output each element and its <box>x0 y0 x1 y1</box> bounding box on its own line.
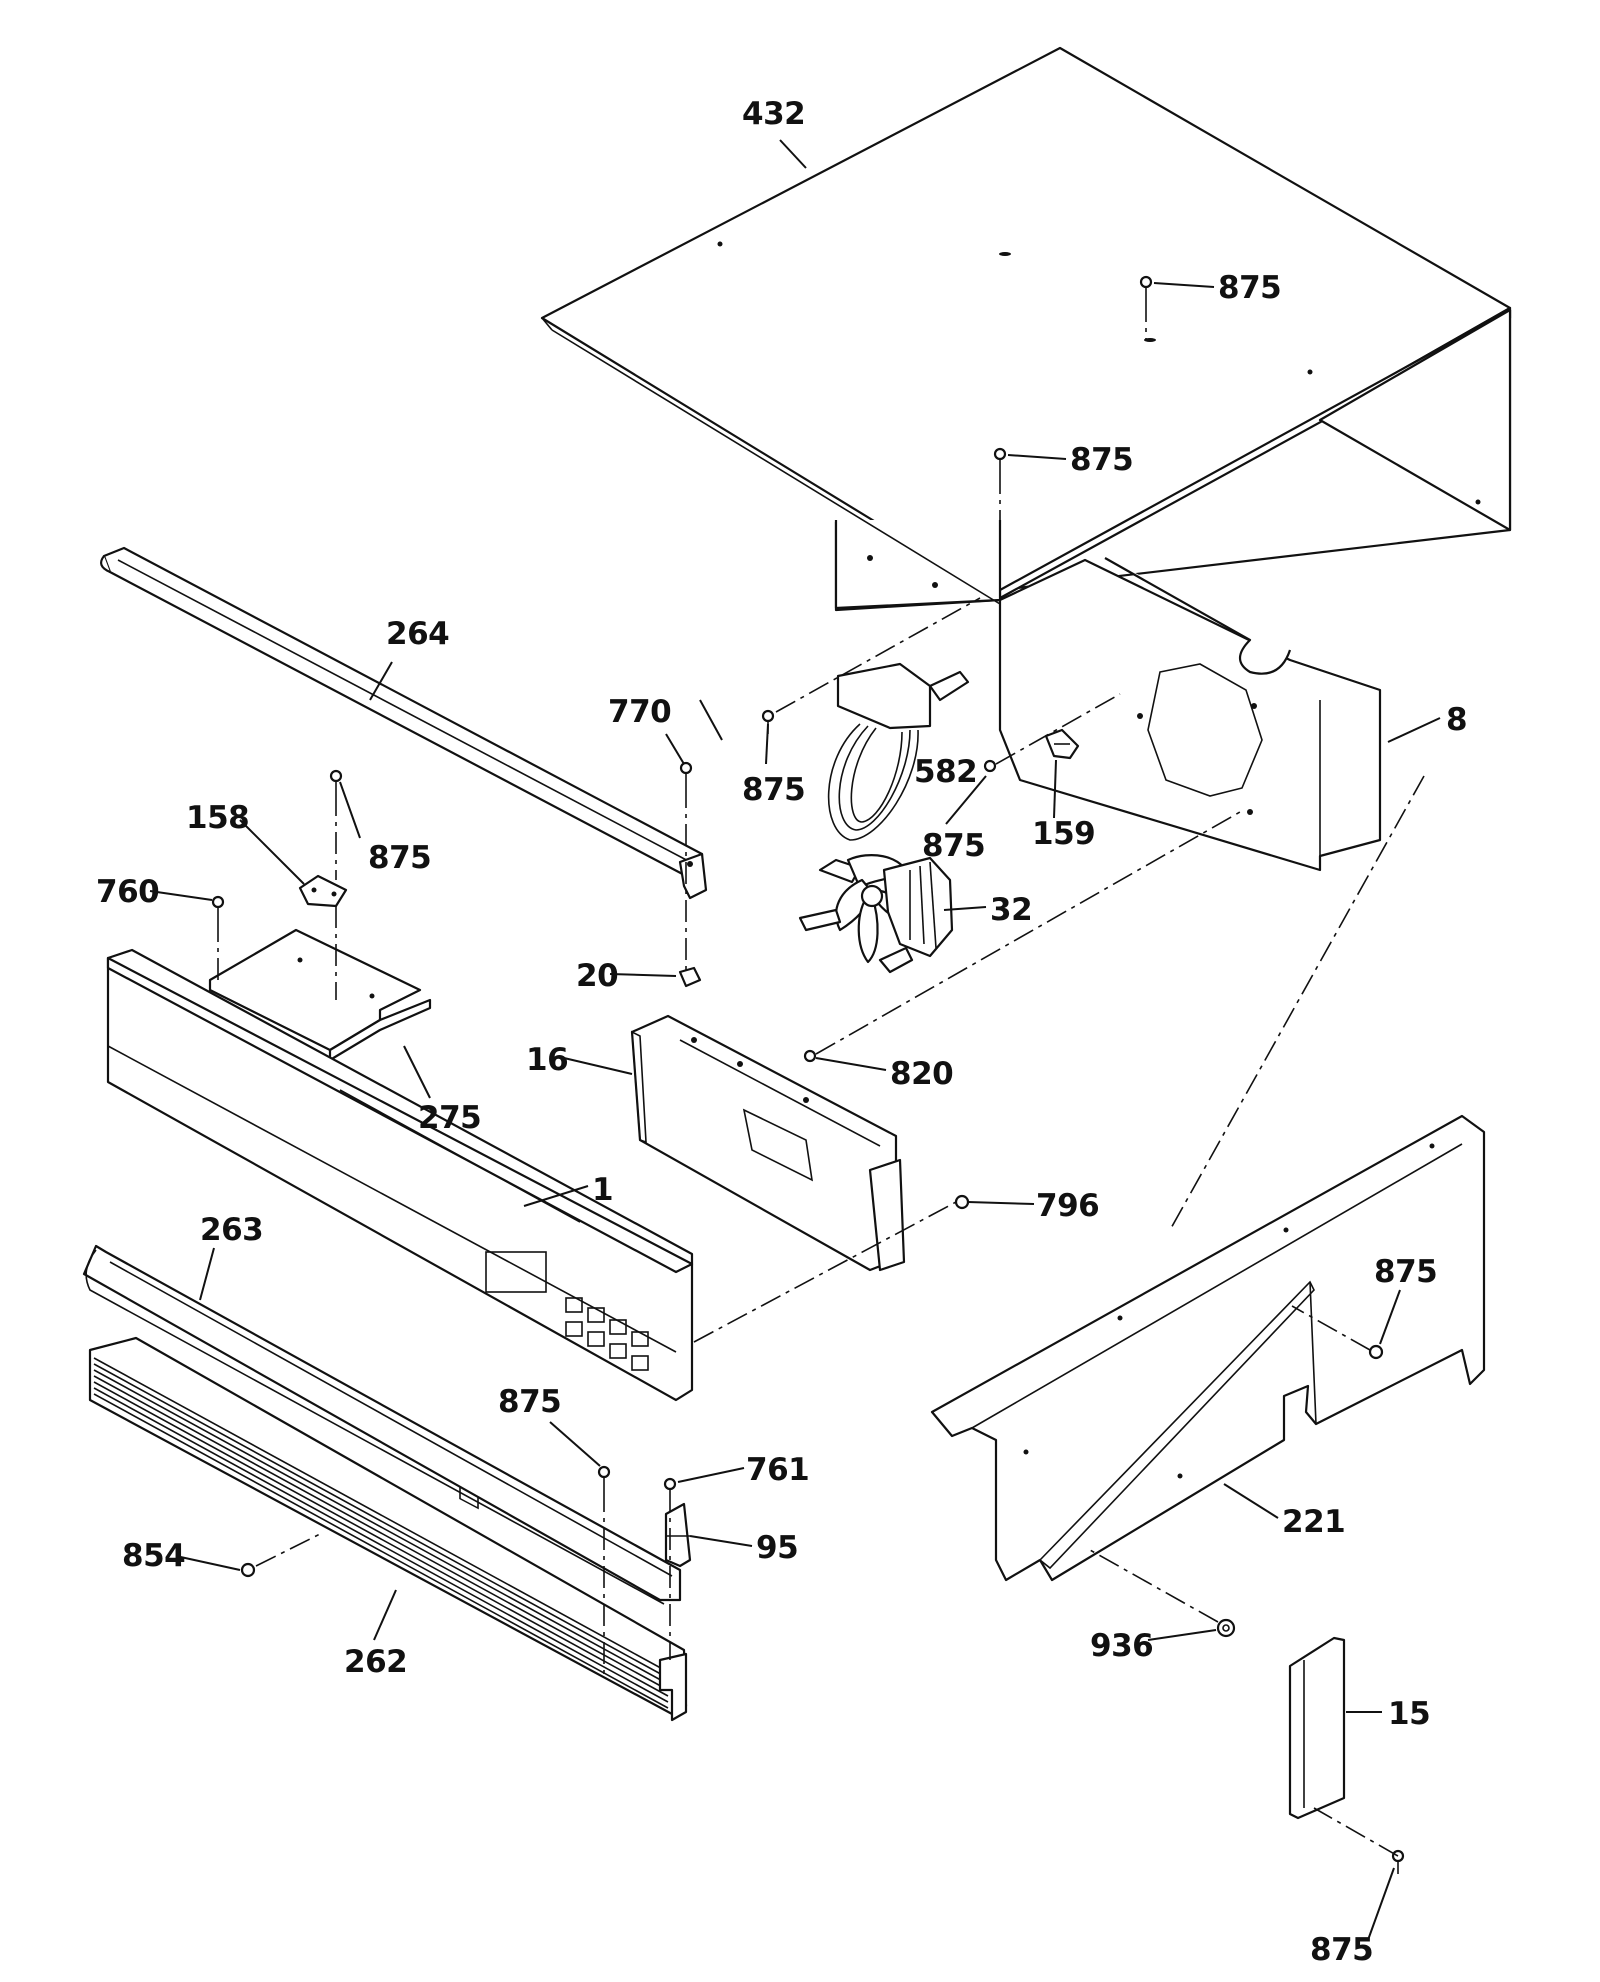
screw-875-bracket <box>983 759 997 773</box>
callout-760: 760 <box>96 874 159 910</box>
callout-20: 20 <box>576 958 618 994</box>
callout-854: 854 <box>122 1538 185 1574</box>
screw-760 <box>211 895 225 920</box>
callout-875: 875 <box>1070 442 1133 478</box>
callout-221: 221 <box>1282 1504 1345 1540</box>
screw-761 <box>663 1477 677 1491</box>
callout-159: 159 <box>1032 816 1095 852</box>
part-582-transformer <box>827 662 970 841</box>
part-264-trim-bar <box>100 546 708 900</box>
part-16-control-board <box>630 1014 906 1272</box>
screw-770 <box>679 761 693 786</box>
part-159-bracket <box>1044 728 1080 760</box>
leader-lines <box>149 139 1441 1941</box>
screw-854 <box>240 1562 256 1578</box>
callout-432: 432 <box>742 96 805 132</box>
callout-15: 15 <box>1388 1696 1430 1732</box>
callout-875: 875 <box>742 772 805 808</box>
alignment-lines <box>217 300 1425 1857</box>
part-1-control-panel <box>106 948 694 1510</box>
part-158-bracket <box>298 874 348 908</box>
callout-262: 262 <box>344 1644 407 1680</box>
screw-820 <box>803 1049 817 1063</box>
callout-263: 263 <box>200 1212 263 1248</box>
callout-8: 8 <box>1446 702 1467 738</box>
callout-770: 770 <box>608 694 671 730</box>
callout-95: 95 <box>756 1530 798 1566</box>
callout-796: 796 <box>1036 1188 1099 1224</box>
callout-1: 1 <box>592 1172 613 1208</box>
screw-875-top-2 <box>993 447 1007 472</box>
callout-875: 875 <box>1374 1254 1437 1290</box>
callout-264: 264 <box>386 616 449 652</box>
part-20-clip <box>678 966 702 988</box>
callout-275: 275 <box>418 1100 481 1136</box>
callout-820: 820 <box>890 1056 953 1092</box>
part-8-fan-shroud <box>998 557 1382 872</box>
part-263-trim <box>82 1244 682 1605</box>
screw-875-top-1 <box>1139 275 1153 300</box>
callout-936: 936 <box>1090 1628 1153 1664</box>
part-95-bracket <box>664 1502 692 1568</box>
callout-32: 32 <box>990 892 1032 928</box>
screw-875-left <box>329 769 343 794</box>
callout-582: 582 <box>914 754 977 790</box>
callout-875: 875 <box>1218 270 1281 306</box>
grille-slots <box>93 1357 669 1709</box>
panel-keypad <box>459 1251 649 1510</box>
part-275-bracket <box>208 928 432 1062</box>
part-432-top-cover <box>540 46 1512 612</box>
callout-875: 875 <box>368 840 431 876</box>
screw-875-front <box>597 1465 611 1490</box>
callout-158: 158 <box>186 800 249 836</box>
callout-16: 16 <box>526 1042 568 1078</box>
callout-761: 761 <box>746 1452 809 1488</box>
callout-labels: 432 875 875 264 770 8 875 582 158 875 87… <box>96 96 1468 1968</box>
part-221-side-panel <box>930 1114 1486 1582</box>
callout-875: 875 <box>1310 1932 1373 1968</box>
screw-875-side <box>1368 1344 1384 1360</box>
callout-875: 875 <box>498 1384 561 1420</box>
callout-875: 875 <box>922 828 985 864</box>
part-15-bracket <box>1288 1636 1346 1820</box>
part-32-fan-motor <box>798 854 954 974</box>
part-262-grille <box>88 1336 688 1722</box>
screw-796 <box>954 1194 970 1210</box>
screw-936 <box>1216 1618 1236 1638</box>
